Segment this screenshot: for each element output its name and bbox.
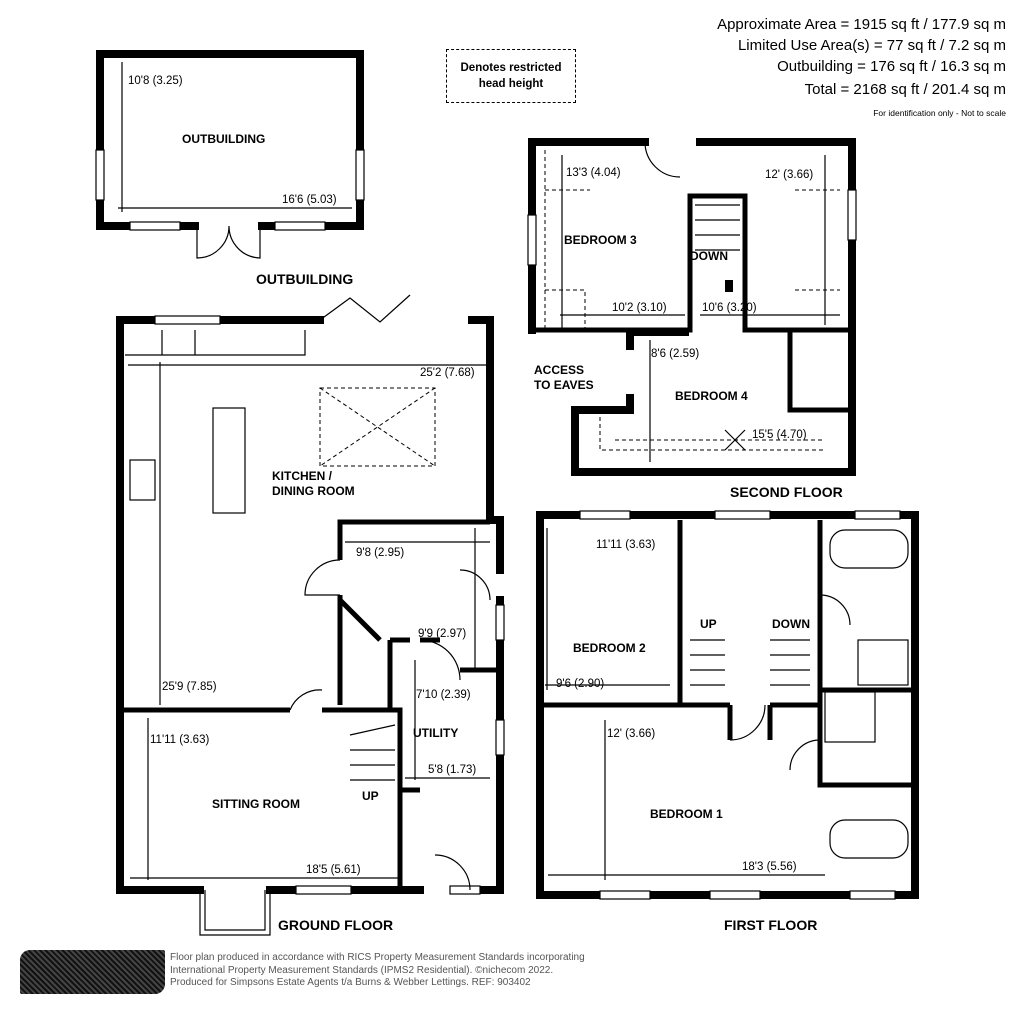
dimension: 12' (3.66): [607, 728, 655, 740]
room-outbuilding: OUTBUILDING: [182, 132, 265, 146]
window: [847, 189, 857, 241]
approximate-area: Approximate Area = 1915 sq ft / 177.9 sq…: [717, 16, 1006, 33]
room-kitchen-line-2: DINING ROOM: [272, 484, 355, 498]
window: [355, 149, 365, 201]
floor-label-outbuilding: OUTBUILDING: [256, 271, 353, 287]
room-bedroom-4: BEDROOM 4: [675, 389, 748, 403]
window: [579, 510, 631, 520]
window: [854, 510, 901, 520]
room-utility: UTILITY: [413, 726, 458, 740]
legend-line-2: head height: [478, 78, 544, 90]
dimension: 25'9 (7.85): [162, 681, 217, 693]
scale-note: For identification only - Not to scale: [873, 108, 1006, 118]
dimension: 16'6 (5.03): [282, 194, 337, 206]
ground-floor-plan: KITCHEN / DINING ROOM UTILITY SITTING RO…: [116, 294, 505, 936]
stairs-up-label: UP: [700, 617, 717, 631]
access-to-eaves-line-2: TO EAVES: [534, 378, 594, 392]
window: [599, 890, 651, 900]
dimension: 13'3 (4.04): [566, 167, 621, 179]
footer-disclaimer: Floor plan produced in accordance with R…: [170, 952, 585, 990]
outbuilding-area: Outbuilding = 176 sq ft / 16.3 sq m: [777, 58, 1006, 75]
window: [495, 604, 505, 641]
room-kitchen-line-1: KITCHEN /: [272, 469, 333, 483]
dimension: 18'5 (5.61): [306, 864, 361, 876]
room-bedroom-3: BEDROOM 3: [564, 233, 637, 247]
double-door: [196, 225, 261, 259]
window: [274, 221, 326, 231]
floor-label-second-floor: SECOND FLOOR: [730, 484, 843, 500]
outbuilding-plan: OUTBUILDING 10'8 (3.25) 16'6 (5.03) OUTB…: [95, 50, 365, 287]
footer-line-3: Produced for Simpsons Estate Agents t/a …: [170, 977, 531, 988]
kitchen-island: [212, 407, 246, 514]
stairs-up-label: UP: [362, 789, 379, 803]
shower: [857, 639, 909, 686]
dimension: 7'10 (2.39): [416, 689, 471, 701]
dimension: 18'3 (5.56): [742, 861, 797, 873]
company-logo: [20, 950, 165, 994]
bath: [829, 819, 909, 859]
window: [154, 315, 221, 325]
dimension: 10'6 (3.20): [702, 302, 757, 314]
dimension: 10'2 (3.10): [612, 302, 667, 314]
dimension: 9'8 (2.95): [356, 547, 404, 559]
shower: [824, 691, 876, 743]
footer-line-2: International Property Measurement Stand…: [170, 964, 554, 976]
floor-label-first-floor: FIRST FLOOR: [724, 917, 817, 933]
window: [849, 890, 896, 900]
window: [129, 221, 181, 231]
room-sitting-room: SITTING ROOM: [212, 797, 300, 811]
second-floor-plan: BEDROOM 3 DOWN BEDROOM 4 ACCESS TO EAVES…: [527, 138, 857, 500]
bay-window: [199, 890, 271, 936]
legend-line-1: Denotes restricted: [460, 62, 562, 74]
dimension: 25'2 (7.68): [420, 367, 475, 379]
dimension: 11'11 (3.63): [150, 734, 209, 746]
stairs-down-label: DOWN: [690, 249, 728, 263]
limited-use-area: Limited Use Area(s) = 77 sq ft / 7.2 sq …: [737, 37, 1006, 54]
total-area: Total = 2168 sq ft / 201.4 sq m: [804, 81, 1006, 98]
bath: [829, 529, 909, 569]
dimension: 12' (3.66): [765, 169, 813, 181]
first-floor-plan: BEDROOM 2 BEDROOM 1 UP DOWN 11'11 (3.63)…: [536, 510, 919, 933]
room-bedroom-1: BEDROOM 1: [650, 807, 723, 821]
dimension: 8'6 (2.59): [651, 348, 699, 360]
dimension: 10'8 (3.25): [128, 75, 183, 87]
dimension: 5'8 (1.73): [428, 764, 476, 776]
window: [295, 885, 352, 895]
footer-line-1: Floor plan produced in accordance with R…: [170, 952, 585, 963]
window: [495, 719, 505, 756]
access-to-eaves-line-1: ACCESS: [534, 363, 584, 377]
dimension: 11'11 (3.63): [596, 539, 655, 551]
dimension: 9'6 (2.90): [556, 678, 604, 690]
window: [449, 885, 481, 895]
floor-label-ground-floor: GROUND FLOOR: [278, 917, 393, 933]
stairs-down-label: DOWN: [772, 617, 810, 631]
dimension: 9'9 (2.97): [418, 628, 466, 640]
window: [527, 214, 537, 266]
dimension: 15'5 (4.70): [752, 429, 807, 441]
room-bedroom-2: BEDROOM 2: [573, 641, 646, 655]
window: [714, 510, 771, 520]
restricted-head-height-legend: Denotes restricted head height: [446, 49, 576, 103]
window: [95, 149, 105, 201]
window: [709, 890, 761, 900]
